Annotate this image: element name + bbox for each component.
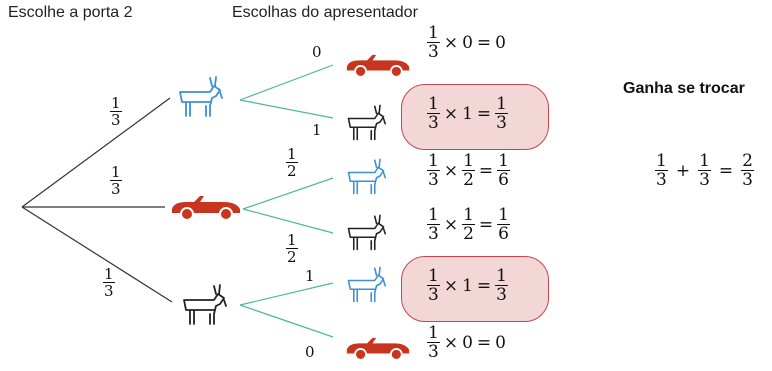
car-icon [346,54,410,78]
branch-label-1-top: 1 [305,267,315,285]
goat-blue-icon [179,76,223,117]
goat-blue-icon [347,266,387,303]
branch-label-half-bottom: 1 2 [286,231,298,266]
branch-root-goat-blue [21,97,171,208]
branch-root-goat-black [21,206,173,303]
branch-blue-goat [239,99,334,119]
summary-title: Ganha se trocar [623,80,745,97]
prob-first-goat-black: 1 3 [103,265,115,300]
branch-label-0-bottom: 0 [305,343,315,361]
car-icon [172,196,240,221]
highlight-win-1 [401,84,549,150]
branch-car-goat-black [242,208,334,234]
branch-label-0-top: 0 [312,43,322,61]
branch-black-goat-blue [239,282,334,306]
prob-first-goat-blue: 1 3 [110,94,122,129]
goat-black-icon [347,104,387,141]
prob-first-car: 1 3 [110,163,122,198]
header-first-choice: Escolhe a porta 2 [8,4,133,21]
branch-label-half-top: 1 2 [286,145,298,180]
header-host-choices: Escolhas do apresentador [232,4,418,21]
goat-black-icon [183,284,227,325]
branch-black-car [239,304,334,338]
goat-blue-icon [347,158,387,195]
highlight-win-2 [401,256,549,322]
branch-blue-car [239,64,334,101]
branch-car-goat-blue [242,177,334,210]
branch-label-1-bottom: 1 [312,121,322,139]
goat-black-icon [347,214,387,251]
car-icon [346,337,410,361]
